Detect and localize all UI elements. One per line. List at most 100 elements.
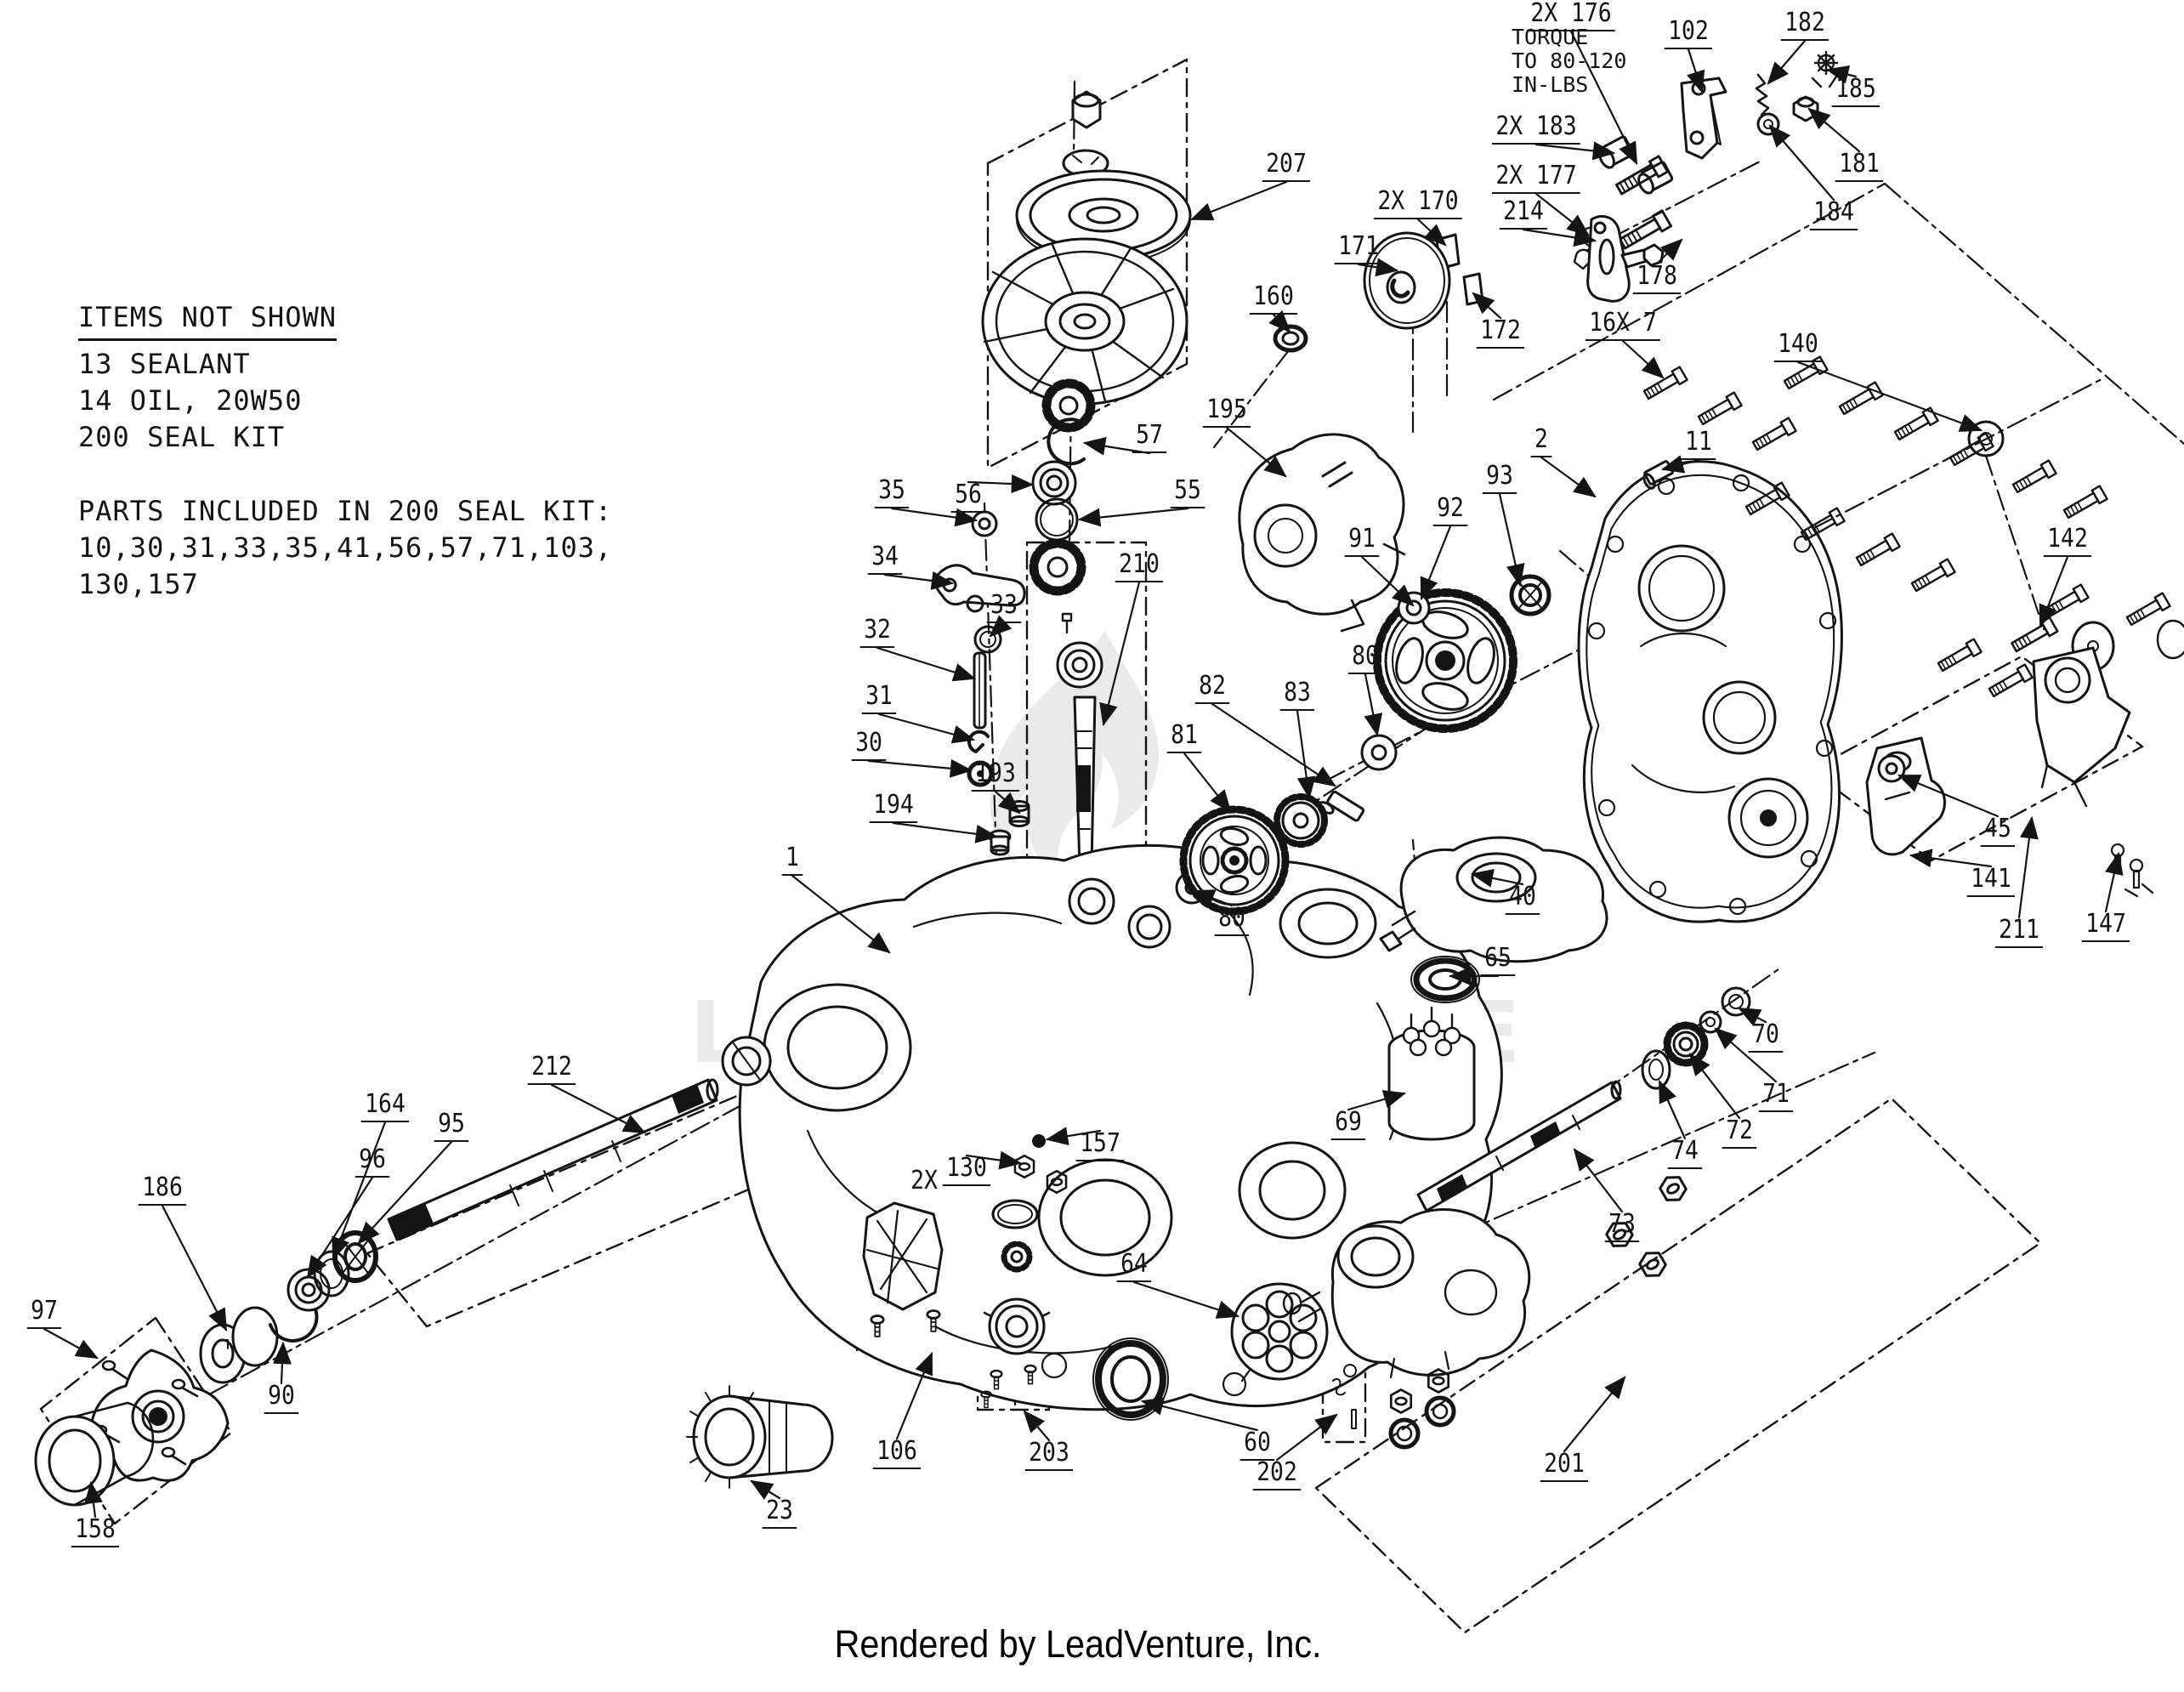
oil-filter bbox=[686, 1385, 834, 1489]
leader-line-203 bbox=[1023, 1410, 1051, 1442]
part-label-193: 193 bbox=[971, 761, 1020, 792]
part-label-194: 194 bbox=[869, 792, 918, 823]
leader-line-141 bbox=[1909, 849, 1993, 868]
leader-line-40 bbox=[1470, 869, 1524, 888]
part-label-81: 81 bbox=[1166, 723, 1202, 753]
part-label-185: 185 bbox=[1831, 77, 1881, 107]
leader-line-55 bbox=[1077, 507, 1189, 527]
seal-and-cylinder-block bbox=[1092, 1282, 1329, 1421]
brake-lever-parts bbox=[934, 510, 1030, 856]
part-label-195: 195 bbox=[1202, 397, 1251, 428]
leader-line-2X-176 bbox=[1569, 30, 1638, 165]
part-label-2X-177: 2X 177 bbox=[1491, 163, 1581, 194]
brake-housing bbox=[1238, 433, 1406, 633]
leader-line-172 bbox=[1472, 292, 1502, 320]
leader-line-34 bbox=[883, 571, 955, 590]
leader-line-106 bbox=[895, 1351, 933, 1440]
part-label-1: 1 bbox=[781, 845, 803, 876]
leader-line-158 bbox=[84, 1480, 103, 1519]
leader-line-69 bbox=[1347, 1090, 1407, 1111]
part-label-210: 210 bbox=[1115, 552, 1164, 582]
leader-line-95 bbox=[357, 1140, 453, 1245]
leader-line-164 bbox=[332, 1121, 387, 1261]
leader-line-171 bbox=[1357, 258, 1399, 277]
seal-kit-line: 10,30,31,33,35,41,56,57,71,103, bbox=[78, 531, 613, 564]
part-label-202: 202 bbox=[1252, 1460, 1302, 1490]
leader-line-2X-177 bbox=[1534, 192, 1590, 236]
leader-line-2 bbox=[1540, 456, 1597, 498]
leader-line-23 bbox=[750, 1479, 781, 1500]
torque-line: IN-LBS bbox=[1512, 72, 1589, 97]
leader-line-2X-183 bbox=[1534, 141, 1616, 161]
part-label-2X-183: 2X 183 bbox=[1491, 114, 1581, 145]
leader-line-178 bbox=[1655, 238, 1683, 265]
part-label-72: 72 bbox=[1722, 1118, 1757, 1149]
leader-line-194 bbox=[892, 821, 999, 843]
seal-kit-heading: PARTS INCLUDED IN 200 SEAL KIT: bbox=[78, 495, 613, 527]
part-label-178: 178 bbox=[1632, 264, 1682, 294]
part-label-2X: 2X bbox=[910, 1166, 938, 1195]
leader-line-186 bbox=[161, 1204, 228, 1331]
leader-line-72 bbox=[1688, 1053, 1741, 1120]
leader-line-30 bbox=[867, 758, 973, 778]
leader-line-60 bbox=[1140, 1397, 1259, 1432]
leader-line-64 bbox=[1132, 1280, 1240, 1319]
guard-bracket bbox=[862, 1201, 944, 1338]
leader-line-80 bbox=[1364, 673, 1383, 737]
leader-line-157 bbox=[1045, 1127, 1102, 1146]
part-label-73: 73 bbox=[1604, 1212, 1640, 1242]
part-label-64: 64 bbox=[1116, 1252, 1152, 1282]
part-label-40: 40 bbox=[1505, 884, 1540, 915]
leader-line-81 bbox=[1183, 752, 1232, 813]
part-label-211: 211 bbox=[1994, 917, 2044, 948]
part-label-212: 212 bbox=[527, 1054, 576, 1085]
seal-kit-line: 130,157 bbox=[78, 568, 199, 600]
part-label-2: 2 bbox=[1530, 427, 1552, 457]
leader-line-35 bbox=[890, 507, 979, 527]
part-label-142: 142 bbox=[2043, 526, 2092, 557]
leader-line-130 bbox=[965, 1150, 1023, 1170]
part-label-207: 207 bbox=[1262, 151, 1311, 182]
leader-line-142 bbox=[2039, 555, 2069, 628]
note-title: ITEMS NOT SHOWN bbox=[78, 299, 337, 341]
leader-line-147 bbox=[2104, 851, 2124, 913]
charge-pump-kit bbox=[980, 1199, 1051, 1409]
part-label-71: 71 bbox=[1758, 1082, 1794, 1112]
part-label-2X-176: 2X 176 bbox=[1526, 1, 1616, 31]
leader-line-182 bbox=[1767, 39, 1807, 85]
leader-line-56 bbox=[967, 474, 1035, 494]
part-label-158: 158 bbox=[71, 1517, 120, 1547]
fan-pulley-assembly bbox=[981, 90, 1192, 433]
leader-line-11 bbox=[1660, 455, 1700, 474]
part-label-82: 82 bbox=[1194, 673, 1230, 704]
part-label-147: 147 bbox=[2081, 911, 2130, 942]
part-label-56: 56 bbox=[950, 482, 986, 513]
leader-line-102 bbox=[1687, 48, 1705, 94]
part-label-157: 157 bbox=[1075, 1131, 1125, 1161]
leader-line-195 bbox=[1225, 426, 1287, 478]
leader-line-70 bbox=[1738, 1007, 1767, 1026]
leader-line-185 bbox=[1825, 65, 1858, 84]
leader-line-16X-7 bbox=[1621, 339, 1665, 379]
part-label-92: 92 bbox=[1432, 496, 1468, 526]
part-label-70: 70 bbox=[1748, 1022, 1784, 1053]
leader-line-210 bbox=[1099, 581, 1141, 727]
part-label-90: 90 bbox=[264, 1383, 299, 1414]
leader-line-91 bbox=[1360, 555, 1415, 607]
part-label-80: 80 bbox=[1214, 906, 1250, 936]
leader-line-140 bbox=[1796, 361, 1983, 432]
leader-line-207 bbox=[1189, 180, 1288, 221]
leader-line-201 bbox=[1563, 1376, 1626, 1453]
part-label-80: 80 bbox=[1347, 644, 1383, 674]
leader-line-184 bbox=[1768, 124, 1835, 202]
part-label-141: 141 bbox=[1966, 866, 2016, 897]
part-label-33: 33 bbox=[986, 593, 1022, 623]
part-label-16X-7: 16X 7 bbox=[1585, 310, 1661, 341]
leader-line-202 bbox=[1275, 1413, 1338, 1462]
part-label-97: 97 bbox=[26, 1298, 62, 1329]
leader-line-33 bbox=[989, 615, 1013, 638]
part-label-181: 181 bbox=[1835, 151, 1884, 182]
part-label-32: 32 bbox=[859, 617, 895, 648]
note-line: 13 SEALANT bbox=[78, 348, 251, 380]
